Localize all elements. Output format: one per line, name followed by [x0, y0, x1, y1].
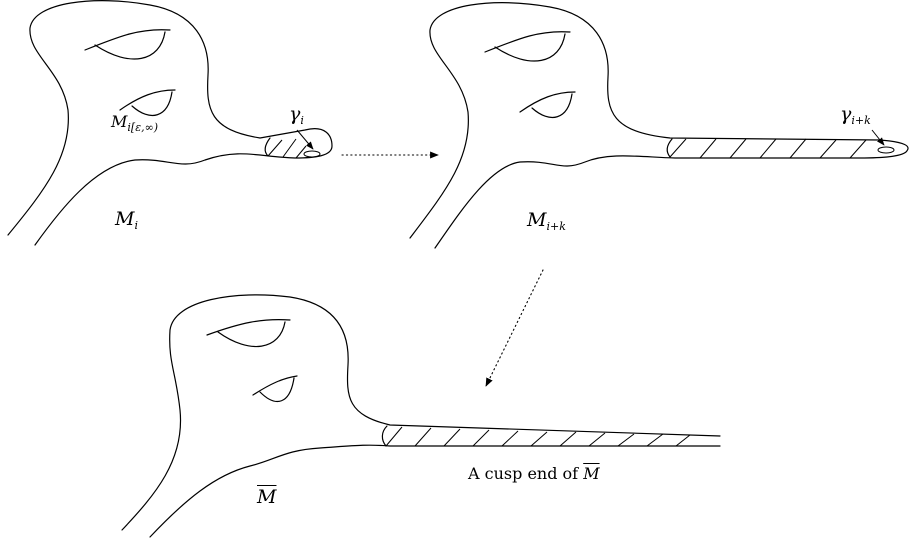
surface-m-bar [121, 294, 721, 538]
cusp-cross-section-3 [381, 425, 388, 447]
handle-1-lower [94, 31, 166, 60]
handle-4-upper [519, 91, 576, 113]
cusp-hatching-3 [385, 426, 691, 447]
handle-6-upper [252, 375, 298, 396]
geodesic-gamma-ik-loop [877, 146, 895, 154]
handle-3-upper [484, 31, 571, 53]
cusp-cross-section-2 [666, 138, 673, 158]
surface-m-bar-outline [121, 294, 721, 531]
surface-m-i [7, 0, 333, 246]
handle-2-upper [119, 89, 176, 111]
label-gamma-ik: γi+k [840, 103, 871, 127]
handle-5-upper [206, 319, 291, 336]
caption-cusp-end: A cusp end of M [468, 464, 600, 483]
cusp-cross-section-1 [264, 137, 271, 157]
gamma-ik-pointer [871, 129, 885, 146]
label-m-i: Mi [115, 208, 138, 232]
handle-1-upper [84, 29, 171, 51]
geodesic-gamma-i-loop [303, 150, 321, 158]
surface-m-bar-lower-edge [149, 444, 721, 538]
gamma-i-pointer [296, 129, 314, 150]
handle-4-lower [531, 93, 573, 118]
arrow-m-ik-to-m-bar [485, 269, 544, 387]
cusp-hatching-2 [669, 138, 867, 159]
label-m-ik: Mi+k [527, 209, 566, 233]
label-gamma-i: γi [289, 103, 304, 127]
handle-6-lower [259, 377, 295, 403]
surface-m-i-outline [7, 0, 333, 246]
caption-m-bar-symbol: M [583, 464, 600, 483]
surface-m-ik-outline [409, 2, 909, 249]
cusp-hatching-1 [267, 138, 307, 159]
handle-5-lower [217, 321, 286, 348]
label-m-thick-part: Mi[ε,∞) [111, 112, 159, 134]
label-m-bar: M [257, 486, 277, 508]
surface-m-ik [409, 2, 909, 249]
handle-2-lower [131, 91, 173, 116]
handle-3-lower [494, 33, 566, 62]
